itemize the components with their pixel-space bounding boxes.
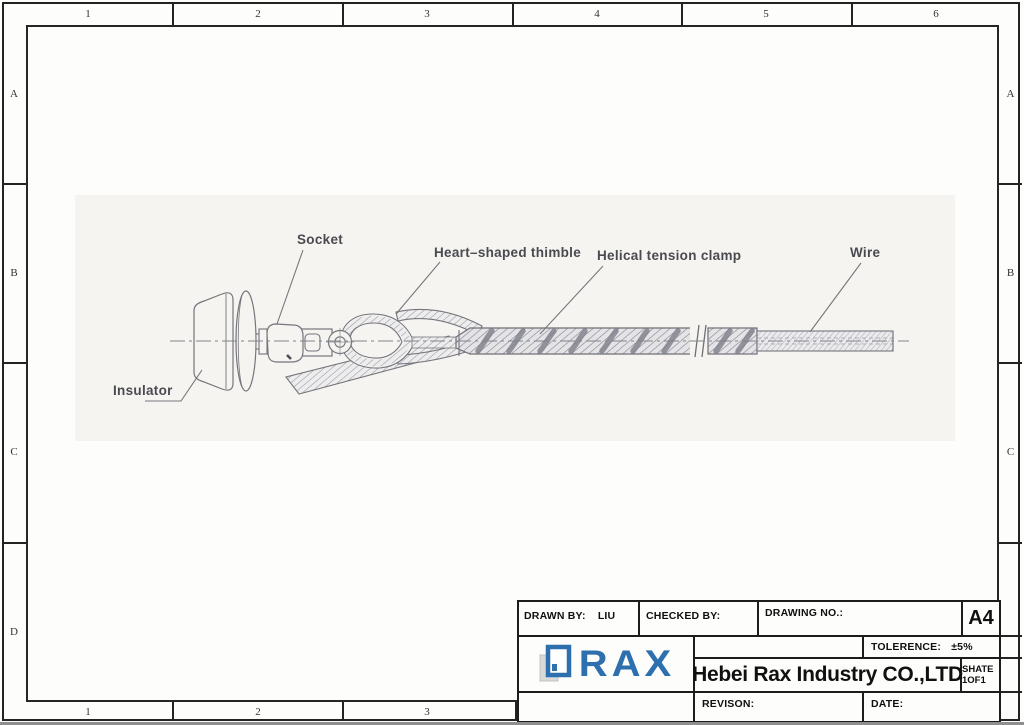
divider [2,183,26,185]
rax-logo: RAX [519,637,693,691]
revision-cell: REVISON: [702,698,857,720]
divider [519,635,999,637]
sheet-info: SHATE 1OF1 [962,664,994,686]
divider [342,702,344,721]
rax-logo-icon [539,644,572,682]
company-cell: Hebei Rax Industry CO.,LTD [692,659,963,691]
drawn-by-value: LIU [597,610,616,622]
divider [693,657,999,659]
zone-top-4: 4 [594,8,600,20]
tolerance-cell: TOLERENCE: ±5% [871,641,997,657]
zone-bottom-2: 2 [255,705,261,718]
divider [862,691,864,721]
sheet-info-cell: SHATE 1OF1 [962,659,999,691]
zone-top-5: 5 [763,8,769,20]
zone-bottom-1: 1 [85,705,91,718]
sheet-inner-frame [26,25,999,702]
zone-top-1: 1 [85,8,91,20]
zone-left-c: C [10,446,18,458]
paper-size-cell: A4 [963,602,999,635]
divider [515,702,517,721]
revision-label: REVISON: [702,698,755,710]
wire-label: Wire [850,245,881,260]
divider [172,702,174,721]
zone-left-a: A [10,88,18,100]
tolerance-value: ±5% [951,641,973,653]
paper-size-value: A4 [968,607,994,629]
zone-left-d: D [10,626,18,638]
divider [172,2,174,25]
rax-logo-text: RAX [578,643,676,685]
zone-top-2: 2 [255,8,261,20]
divider [512,2,514,25]
zone-right-c: C [1006,446,1015,458]
zone-bottom-3: 3 [424,705,430,718]
divider [2,362,26,364]
checked-by-cell: CHECKED BY: [646,610,756,635]
divider [999,183,1022,185]
divider [757,602,759,635]
divider [961,602,963,635]
divider [638,602,640,635]
zone-right-a: A [1006,88,1015,100]
date-cell: DATE: [871,698,997,720]
page-edge-shadow [0,722,1024,725]
zone-right-b: B [1006,267,1015,279]
date-label: DATE: [871,698,904,710]
zone-left-b: B [10,267,18,279]
tolerance-label: TOLERENCE: [871,641,942,653]
clamp-label: Helical tension clamp [597,248,742,263]
title-block: DRAWN BY: LIU CHECKED BY: DRAWING NO.: A… [517,600,1001,723]
divider [693,635,695,721]
divider [519,691,999,693]
drawn-by-label: DRAWN BY: [524,610,586,622]
divider [851,2,853,25]
zone-top-3: 3 [424,8,430,20]
insulator-label: Insulator [113,383,173,398]
drawn-by-cell: DRAWN BY: LIU [524,610,636,635]
divider [342,2,344,25]
divider [960,657,962,691]
drawing-no-label: DRAWING NO.: [765,607,844,619]
company-name: Hebei Rax Industry CO.,LTD [692,663,963,686]
drawing-no-cell: DRAWING NO.: [765,607,959,635]
socket-label: Socket [297,232,344,247]
zone-top-6: 6 [933,8,939,20]
divider [681,2,683,25]
divider [862,635,864,657]
divider [999,657,1022,659]
checked-by-label: CHECKED BY: [646,610,721,622]
divider [2,542,26,544]
divider [999,635,1022,637]
divider [999,542,1022,544]
divider [999,691,1022,693]
thimble-label: Heart–shaped thimble [434,245,582,260]
divider [999,362,1022,364]
